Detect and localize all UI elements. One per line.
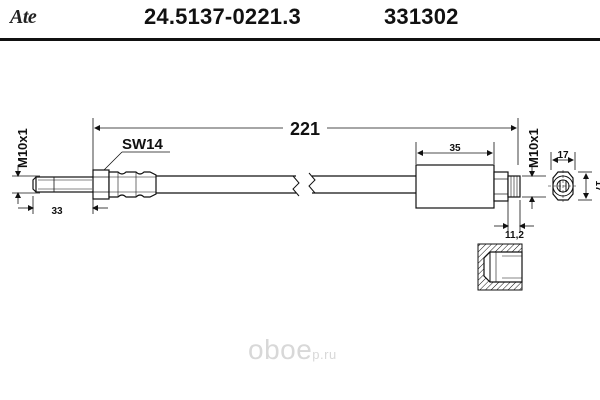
right-sleeve-length-label: 35	[449, 143, 461, 154]
overall-length-dimension: 221	[92, 118, 519, 170]
left-fitting	[32, 169, 157, 200]
watermark: oboep.ru	[248, 334, 337, 366]
header-divider	[0, 38, 600, 41]
watermark-suffix: p.ru	[312, 347, 337, 362]
right-fitting	[415, 164, 521, 209]
wrench-size-callout: SW14	[103, 136, 170, 171]
left-thread-dimension: M10x1	[12, 128, 40, 204]
right-thread-dimension: M10x1	[522, 128, 546, 209]
title-bar: Ate 24.5137-0221.3 331302	[0, 0, 600, 38]
left-thread-label: M10x1	[15, 128, 30, 168]
ate-logo: Ate	[10, 6, 37, 28]
part-number: 24.5137-0221.3	[144, 4, 301, 29]
watermark-main: oboe	[248, 334, 313, 365]
end-view: 17 17	[548, 150, 600, 202]
right-thread-label: M10x1	[526, 128, 541, 168]
hose-body	[156, 172, 416, 197]
left-fitting-length-label: 33	[51, 206, 63, 217]
end-face-height-label: 17	[593, 180, 600, 192]
reference-number: 331302	[384, 4, 459, 29]
left-fitting-length-dimension: 33	[18, 196, 108, 217]
port-section-detail	[477, 243, 523, 291]
wrench-size-label: SW14	[122, 136, 164, 153]
end-face-width-label: 17	[557, 150, 569, 161]
right-fitting-offset-dimension: 11,2	[494, 200, 534, 241]
right-fitting-offset-label: 11,2	[505, 230, 524, 241]
right-sleeve-length-dimension: 35	[415, 142, 495, 164]
overall-length-label: 221	[290, 119, 320, 139]
